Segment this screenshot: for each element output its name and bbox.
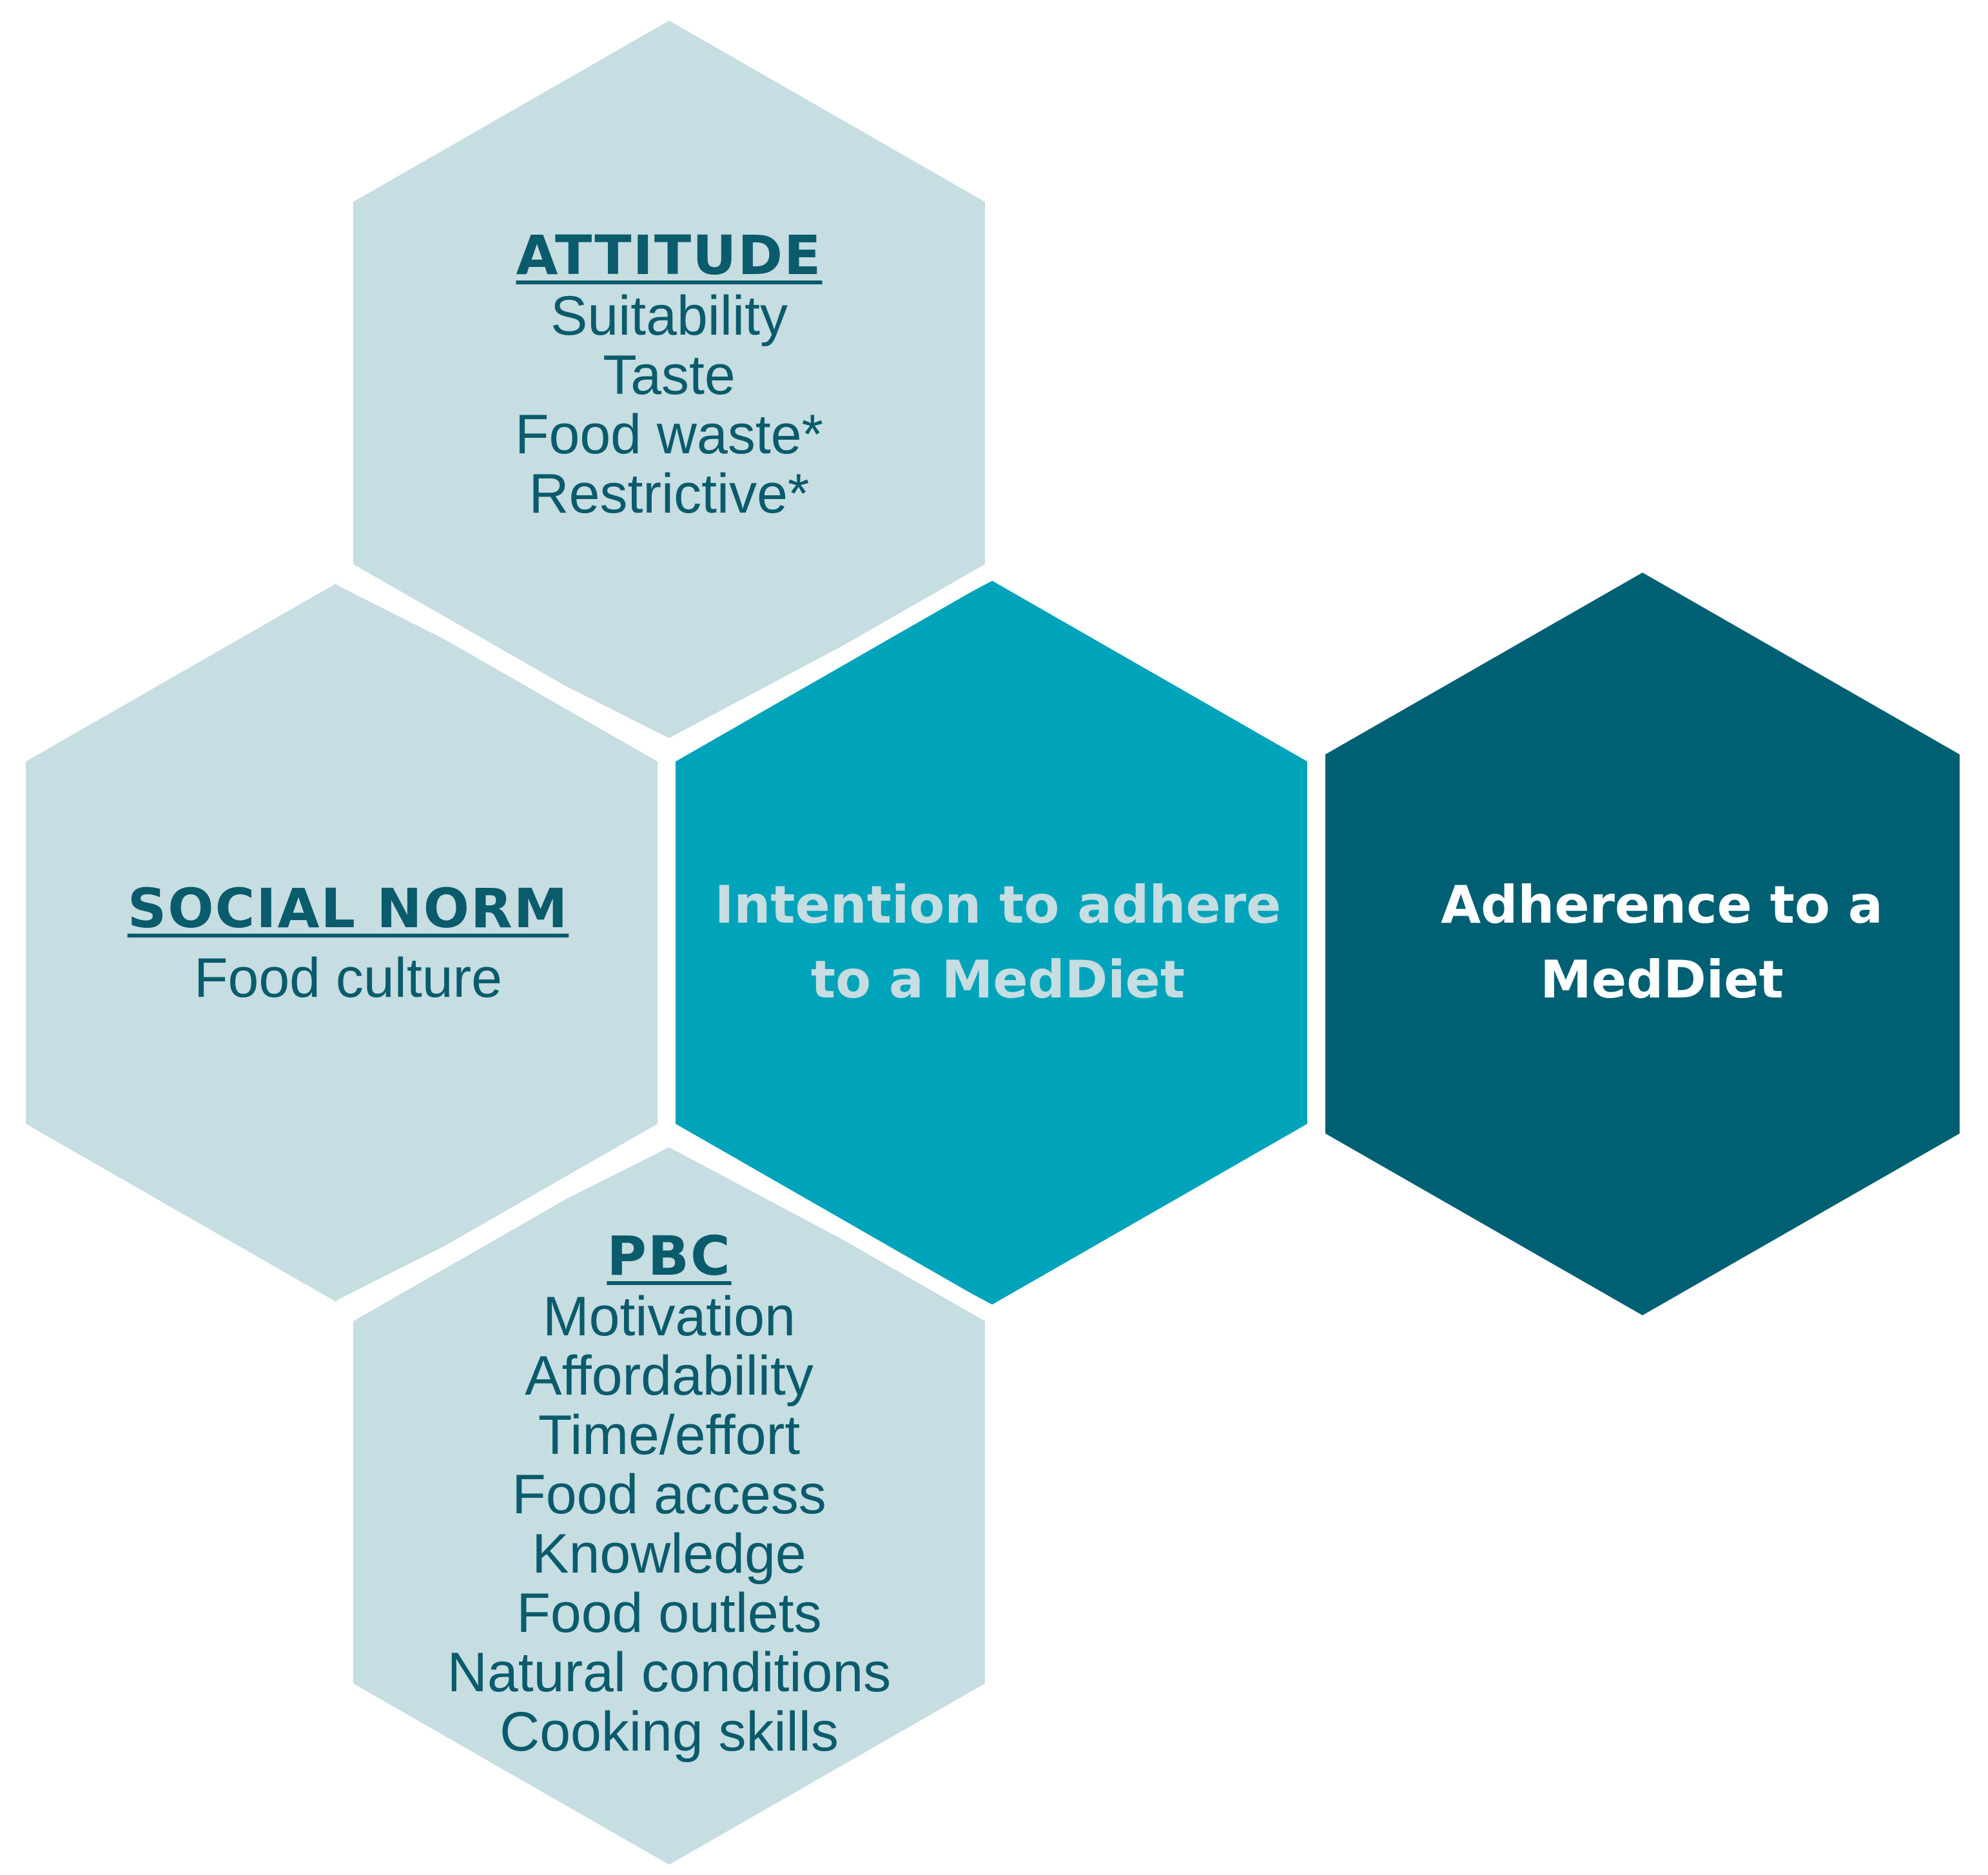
adherence-line: MedDiet xyxy=(1540,950,1784,1010)
attitude-item: Suitability xyxy=(550,285,788,347)
pbc-label: PBC Motivation Affordability Time/effort… xyxy=(447,1225,891,1762)
hexagon-separators xyxy=(335,567,1323,1318)
intention-label: Intention to adhere to a MedDiet xyxy=(715,868,1281,1017)
intention-line: to a MedDiet xyxy=(810,950,1185,1010)
attitude-item: Food waste* xyxy=(514,404,824,466)
social-norm-item: Food culture xyxy=(193,947,503,1009)
pbc-heading: PBC xyxy=(607,1224,732,1288)
social-norm-heading: SOCIAL NORM xyxy=(127,877,569,940)
intention-hexagon xyxy=(676,580,1307,1305)
attitude-item: Restrictive* xyxy=(529,463,810,525)
adherence-hexagon xyxy=(1325,573,1960,1315)
social-norm-label: SOCIAL NORM Food culture xyxy=(128,878,569,1008)
adherence-label: Adherence to a MedDiet xyxy=(1441,868,1883,1017)
attitude-item: Taste xyxy=(603,344,736,406)
pbc-item: Cooking skills xyxy=(500,1701,839,1763)
intention-line: Intention to adhere xyxy=(714,875,1281,935)
separator-attitude-social xyxy=(335,574,676,752)
separator-attitude-intention xyxy=(663,567,998,752)
adherence-line: Adherence to a xyxy=(1441,875,1883,935)
social-norm-hexagon xyxy=(26,580,658,1305)
pbc-item: Food outlets xyxy=(516,1582,822,1644)
attitude-label: ATTITUDE Suitability Taste Food waste* R… xyxy=(515,224,823,524)
separator-pbc-intention xyxy=(663,1134,998,1318)
separator-social-pbc xyxy=(335,1134,676,1311)
pbc-item: Affordability xyxy=(525,1345,814,1407)
pbc-item: Knowledge xyxy=(532,1523,806,1585)
pbc-item: Motivation xyxy=(543,1286,795,1348)
pbc-item: Natural conditions xyxy=(447,1642,892,1703)
pbc-item: Time/effort xyxy=(538,1404,801,1466)
pbc-item: Food access xyxy=(512,1464,826,1526)
attitude-heading: ATTITUDE xyxy=(516,224,823,287)
pbc-hexagon xyxy=(353,1140,985,1865)
attitude-hexagon xyxy=(353,21,985,745)
